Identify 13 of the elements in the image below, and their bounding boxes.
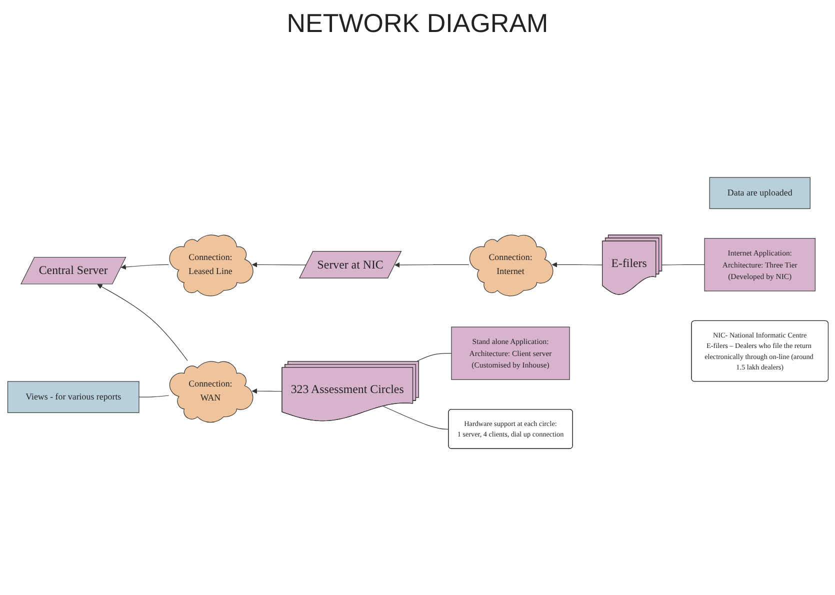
arrow — [120, 264, 169, 270]
arrow — [551, 262, 602, 268]
arrow — [251, 262, 306, 268]
connector — [415, 352, 452, 362]
node-box: Data are uploaded — [708, 177, 810, 209]
arrow — [394, 262, 469, 268]
connector — [382, 406, 449, 430]
arrow — [251, 388, 282, 394]
arrow — [96, 284, 188, 361]
diagram-title: NETWORK DIAGRAM — [286, 8, 550, 39]
connector — [138, 395, 169, 398]
node-box: Views - for various reports — [6, 381, 139, 413]
connector — [661, 264, 704, 266]
